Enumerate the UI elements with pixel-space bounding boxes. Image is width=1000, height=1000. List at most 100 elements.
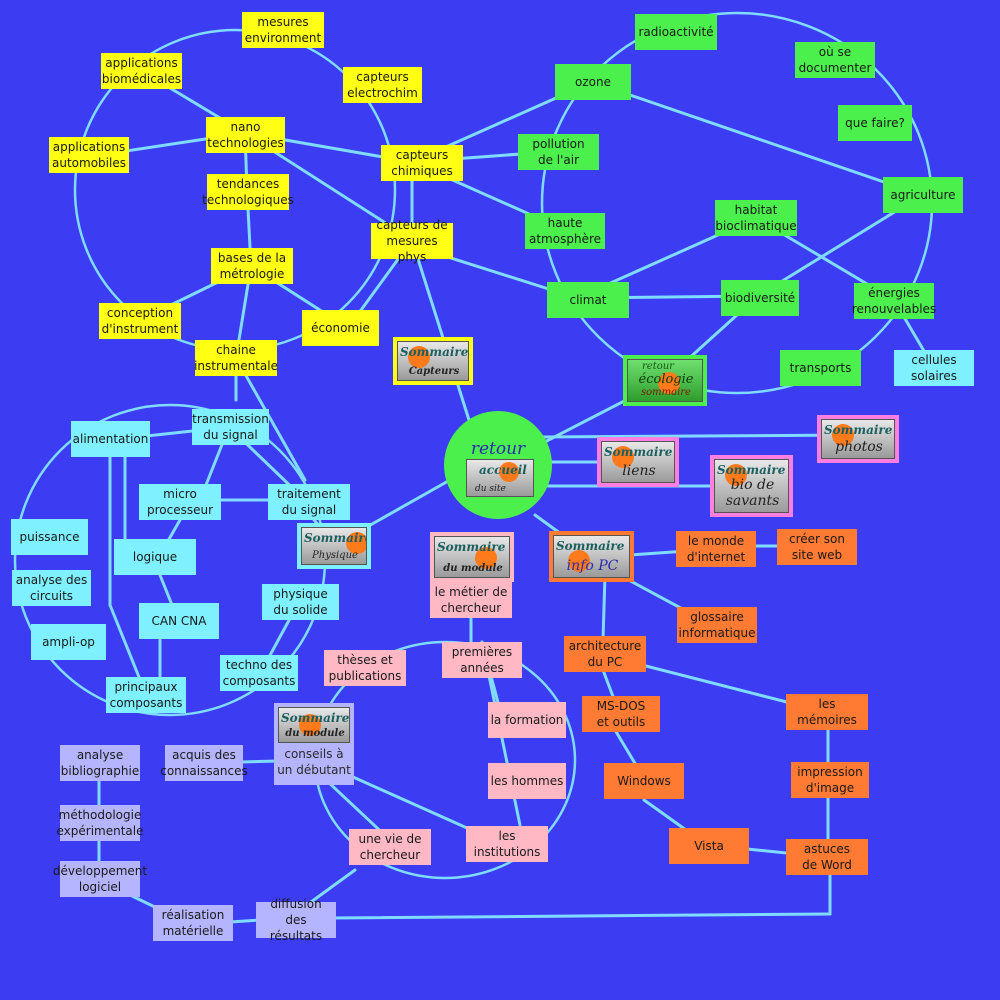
node-nano-technologies[interactable]: nano technologies	[206, 117, 285, 153]
node-economie[interactable]: économie	[302, 310, 379, 346]
node-vista[interactable]: Vista	[669, 828, 749, 864]
du-site-label: du site	[475, 484, 506, 494]
node-micro-processeur[interactable]: micro processeur	[139, 484, 221, 520]
bio-savants-label: bio de savants	[725, 477, 780, 509]
sommaire-info-pc-button[interactable]: Sommaire info PC	[549, 531, 634, 582]
sommaire-capteurs-button[interactable]: Sommaire Capteurs	[393, 337, 473, 385]
capteurs-label: Capteurs	[408, 366, 460, 377]
sommaire-module-conseils-button[interactable]: Sommaire du module conseils à un débutan…	[274, 703, 354, 785]
orange-dot-icon	[408, 346, 430, 368]
node-energies-renouvelables[interactable]: énergies renouvelables	[852, 283, 936, 319]
node-une-vie-de-chercheur[interactable]: une vie de chercheur	[349, 829, 431, 865]
node-ou-se-documenter[interactable]: où se documenter	[795, 42, 875, 78]
node-methodologie-experimentale[interactable]: méthodologie expérimentale	[57, 805, 144, 841]
du-module-label: du module	[285, 728, 345, 739]
sommaire-liens-button[interactable]: Sommaire liens	[597, 437, 679, 487]
liens-label: liens	[622, 463, 656, 479]
node-impression-image[interactable]: impression d'image	[791, 762, 869, 798]
node-capteurs-mesures-phys[interactable]: capteurs de mesures phys	[371, 218, 453, 264]
node-les-institutions[interactable]: les institutions	[466, 826, 548, 862]
node-radioactivite[interactable]: radioactivité	[635, 14, 717, 50]
node-ampli-op[interactable]: ampli-op	[31, 624, 106, 660]
node-pollution-air[interactable]: pollution de l'air	[518, 134, 599, 170]
orange-dot-icon	[475, 547, 497, 569]
node-applications-automobiles[interactable]: applications automobiles	[49, 137, 129, 173]
node-capteurs-chimiques[interactable]: capteurs chimiques	[381, 145, 463, 181]
node-windows[interactable]: Windows	[604, 763, 684, 799]
node-premieres-annees[interactable]: premières années	[442, 642, 522, 678]
node-conception-instrument[interactable]: conception d'instrument	[99, 303, 181, 339]
node-tendances-technologiques[interactable]: tendances technologiques	[202, 174, 294, 210]
node-biodiversite[interactable]: biodiversité	[721, 280, 799, 316]
info-pc-label: info PC	[566, 558, 619, 574]
node-techno-composants[interactable]: techno des composants	[220, 655, 298, 691]
node-cellules-solaires[interactable]: cellules solaires	[894, 350, 974, 386]
accueil-button-face: accueil du site	[466, 459, 534, 497]
sommaire-label: Sommaire	[400, 345, 469, 359]
node-capteurs-electrochim[interactable]: capteurs electrochim	[343, 67, 422, 103]
orange-dot-icon	[658, 372, 680, 394]
node-glossaire-informatique[interactable]: glossaire informatique	[677, 607, 757, 643]
node-astuces-word[interactable]: astuces de Word	[786, 839, 868, 875]
sommaire-photos-button[interactable]: Sommaire photos	[817, 415, 899, 463]
node-mesures-environment[interactable]: mesures environment	[242, 12, 324, 48]
node-ozone[interactable]: ozone	[555, 64, 631, 100]
orange-dot-icon	[499, 462, 519, 482]
node-habitat-bioclimatique[interactable]: habitat bioclimatique	[715, 200, 797, 236]
node-les-hommes[interactable]: les hommes	[488, 763, 566, 799]
sommaire-label: Sommaire	[824, 423, 893, 437]
node-la-formation[interactable]: la formation	[488, 702, 566, 738]
sommaire-bio-savants-button[interactable]: Sommaire bio de savants	[710, 455, 793, 517]
physique-label: Physique	[312, 550, 358, 561]
node-transports[interactable]: transports	[780, 350, 861, 386]
orange-dot-icon	[725, 464, 747, 486]
retour-ecologie-button[interactable]: retour écologie sommaire	[623, 355, 707, 406]
retour-accueil-button[interactable]: retour accueil du site	[444, 411, 552, 519]
node-traitement-signal[interactable]: traitement du signal	[268, 484, 350, 520]
node-climat[interactable]: climat	[547, 282, 629, 318]
node-alimentation[interactable]: alimentation	[71, 421, 150, 457]
node-creer-site-web[interactable]: créer son site web	[777, 529, 857, 565]
sommaire-label: Sommaire	[281, 711, 350, 725]
node-physique-solide[interactable]: physique du solide	[262, 584, 339, 620]
node-can-cna[interactable]: CAN CNA	[139, 603, 219, 639]
node-ms-dos-outils[interactable]: MS-DOS et outils	[582, 696, 660, 732]
node-applications-biomedicales[interactable]: applications biomédicales	[101, 53, 182, 89]
orange-dot-icon	[299, 714, 321, 736]
node-haute-atmosphere[interactable]: haute atmosphère	[525, 213, 605, 249]
node-analyse-circuits[interactable]: analyse des circuits	[12, 570, 91, 606]
node-chaine-instrumentale[interactable]: chaine instrumentale	[194, 340, 278, 376]
sommaire-label: Sommaire	[437, 540, 506, 554]
node-puissance[interactable]: puissance	[11, 519, 88, 555]
accueil-label: accueil	[479, 463, 527, 477]
node-diffusion-resultats[interactable]: diffusion des résultats	[256, 897, 336, 943]
node-monde-internet[interactable]: le monde d'internet	[676, 531, 756, 567]
node-developpement-logiciel[interactable]: développement logiciel	[53, 861, 147, 897]
node-agriculture[interactable]: agriculture	[883, 177, 963, 213]
orange-dot-icon	[568, 550, 590, 572]
sommaire-physique-button[interactable]: Sommaire Physique	[297, 523, 371, 569]
retour-label: retour	[470, 439, 526, 459]
node-architecture-pc[interactable]: architecture du PC	[564, 636, 646, 672]
sommaire-module-chercheur-button[interactable]: Sommaire du module	[430, 532, 514, 582]
node-acquis-connaissances[interactable]: acquis des connaissances	[160, 745, 248, 781]
node-realisation-materielle[interactable]: réalisation matérielle	[153, 905, 233, 941]
node-principaux-composants[interactable]: principaux composants	[106, 677, 186, 713]
sommaire-ecologie-label: sommaire	[641, 387, 691, 398]
node-metier-chercheur[interactable]: le métier de chercheur	[430, 582, 512, 618]
node-transmission-signal[interactable]: transmission du signal	[192, 409, 269, 445]
orange-dot-icon	[612, 446, 634, 468]
node-logique[interactable]: logique	[114, 539, 196, 575]
node-bases-metrologie[interactable]: bases de la métrologie	[211, 248, 293, 284]
node-conseils-debutant[interactable]: conseils à un débutant	[277, 747, 351, 777]
node-analyse-bibliographie[interactable]: analyse bibliographie	[60, 745, 140, 781]
sommaire-label: Sommaire	[304, 531, 367, 545]
sommaire-label: Sommaire	[556, 539, 625, 553]
du-module-label: du module	[443, 563, 503, 574]
node-theses-publications[interactable]: thèses et publications	[324, 650, 406, 686]
node-que-faire[interactable]: que faire?	[838, 105, 912, 141]
retour-label: retour	[642, 361, 674, 372]
sommaire-label: Sommaire	[717, 463, 786, 477]
node-les-memoires[interactable]: les mémoires	[786, 694, 868, 730]
